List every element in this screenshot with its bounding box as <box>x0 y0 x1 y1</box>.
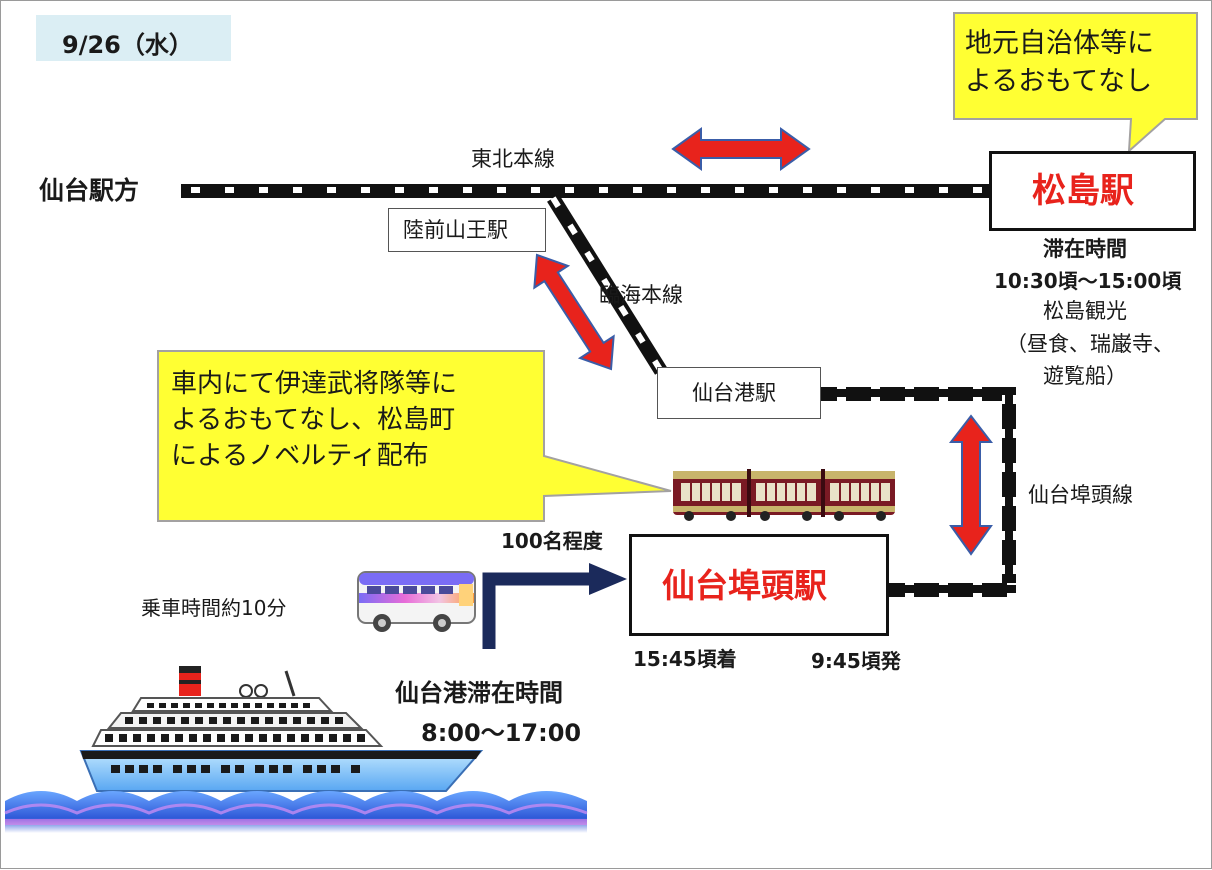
sendaiko-station-label: 仙台港駅 <box>692 381 776 405</box>
cruise-ship-icon <box>79 666 484 792</box>
capacity-label: 100名程度 <box>501 529 603 553</box>
sendai-futo-station-box: 仙台埠頭駅 <box>629 534 889 636</box>
bus-ride-time: 乗車時間約10分 <box>141 596 287 620</box>
matsushima-station-label: 松島駅 <box>1032 171 1134 211</box>
bus-icon <box>357 571 476 632</box>
sendai-futo-station-label: 仙台埠頭駅 <box>662 566 827 605</box>
waves-icon <box>4 791 588 851</box>
port-stay-time: 8:00～17:00 <box>421 719 582 747</box>
matsushima-stay-time: 10:30頃～15:00頃 <box>994 269 1182 293</box>
local-gov-callout-text: 地元自治体等に よるおもてなし <box>965 28 1154 97</box>
tohoku-direction-arrow <box>671 127 811 171</box>
port-stay-label: 仙台港滞在時間 <box>395 679 563 707</box>
futo-line-label: 仙台埠頭線 <box>1028 483 1133 507</box>
futo-direction-arrow <box>948 414 994 556</box>
tohoku-line-track <box>181 184 993 198</box>
depart-time: 9:45頃発 <box>811 649 901 673</box>
onboard-callout-text: 車内にて伊達武将隊等に よるおもてなし、松島町 によるノベルティ配布 <box>171 369 458 471</box>
matsushima-detail-1: （昼食、瑞巌寺、 <box>1006 332 1174 356</box>
date-text: 9/26（水） <box>62 31 193 59</box>
futo-line-track-top <box>819 387 1015 401</box>
rikuzen-sanno-station-label: 陸前山王駅 <box>403 218 508 242</box>
arrive-time: 15:45頃着 <box>633 647 737 671</box>
tohoku-line-label: 東北本線 <box>471 147 555 171</box>
date-badge: 9/26（水） <box>36 15 231 61</box>
bus-route-arrow <box>482 563 627 649</box>
rikuzen-sanno-station-box: 陸前山王駅 <box>388 208 546 252</box>
onboard-callout-shape <box>157 350 672 522</box>
rinkai-line-dashes <box>550 196 664 373</box>
sendaiko-station-box: 仙台港駅 <box>657 367 821 419</box>
matsushima-stay-label: 滞在時間 <box>1043 237 1127 261</box>
futo-line-track-vertical <box>1002 387 1016 597</box>
rinkai-line-label: 臨海本線 <box>599 283 683 307</box>
futo-line-track-bottom <box>889 583 1016 597</box>
matsushima-detail-2: 遊覧船） <box>1043 364 1127 388</box>
rinkai-direction-arrow <box>533 253 615 371</box>
train-icon <box>673 469 895 521</box>
sendai-direction-label: 仙台駅方 <box>39 176 140 205</box>
matsushima-station-box: 松島駅 <box>989 151 1196 231</box>
local-gov-callout-shape <box>953 12 1198 154</box>
matsushima-sightseeing: 松島観光 <box>1043 299 1127 323</box>
